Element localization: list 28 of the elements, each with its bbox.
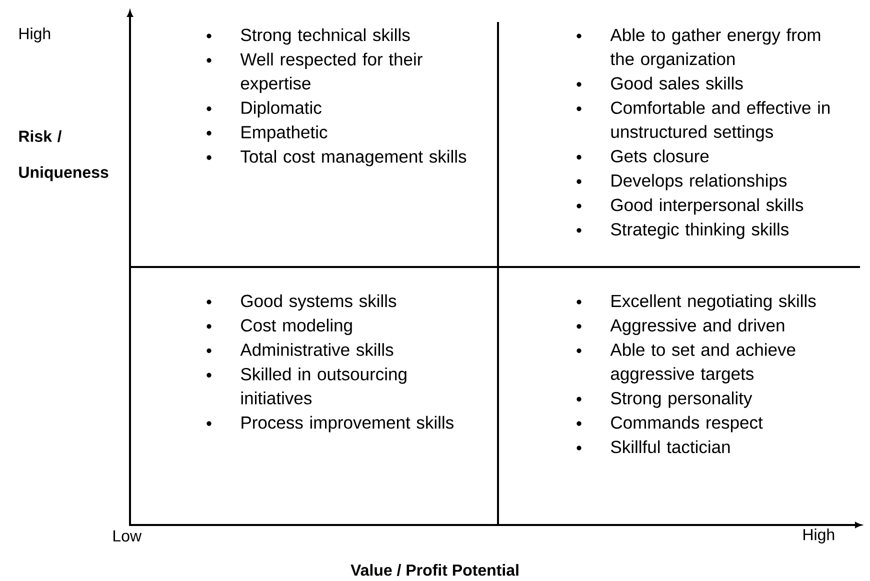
- axis-label: High: [804, 528, 834, 544]
- axis-title: Value / Profit Potential: [350, 564, 518, 576]
- list-item: Strategic thinking skills: [611, 222, 788, 240]
- list-item: Well respected for their expertise: [240, 52, 422, 94]
- list-item: Skilled in outsourcing initiatives: [241, 368, 406, 404]
- list-item: Comfortable and effective in unstructured settings: [611, 101, 830, 142]
- axis-label: Low: [114, 530, 142, 542]
- list-item: Good sales skills: [611, 76, 743, 90]
- list-item: Skillful tactician: [611, 440, 730, 454]
- list-item: Empathetic: [242, 126, 328, 142]
- list-item: Diplomatic: [242, 101, 322, 118]
- list-item: Develops relationships: [612, 174, 787, 190]
- axis-label: High: [20, 28, 50, 42]
- list-item: Administrative skills: [240, 343, 394, 356]
- list-item: Strong personality: [611, 392, 752, 408]
- list-item: Commands respect: [611, 416, 763, 432]
- list-item: Total cost management skills: [240, 150, 466, 166]
- list-item: Able to set and achieve aggressive targets: [610, 343, 796, 384]
- list-item: Good interpersonal skills: [611, 198, 804, 215]
- list-item: Aggressive and driven: [610, 318, 784, 336]
- list-item: Cost modeling: [241, 318, 352, 336]
- list-item: Gets closure: [611, 150, 709, 162]
- list-item: Strong technical skills: [241, 28, 410, 45]
- list-item: Able to gather energy from the organization: [610, 28, 820, 69]
- list-item: Good systems skills: [241, 294, 396, 311]
- list-item: Process improvement skills: [242, 416, 454, 432]
- axis-title: Risk / Uniqueness: [19, 130, 108, 182]
- list-item: Excellent negotiating skills: [612, 294, 816, 311]
